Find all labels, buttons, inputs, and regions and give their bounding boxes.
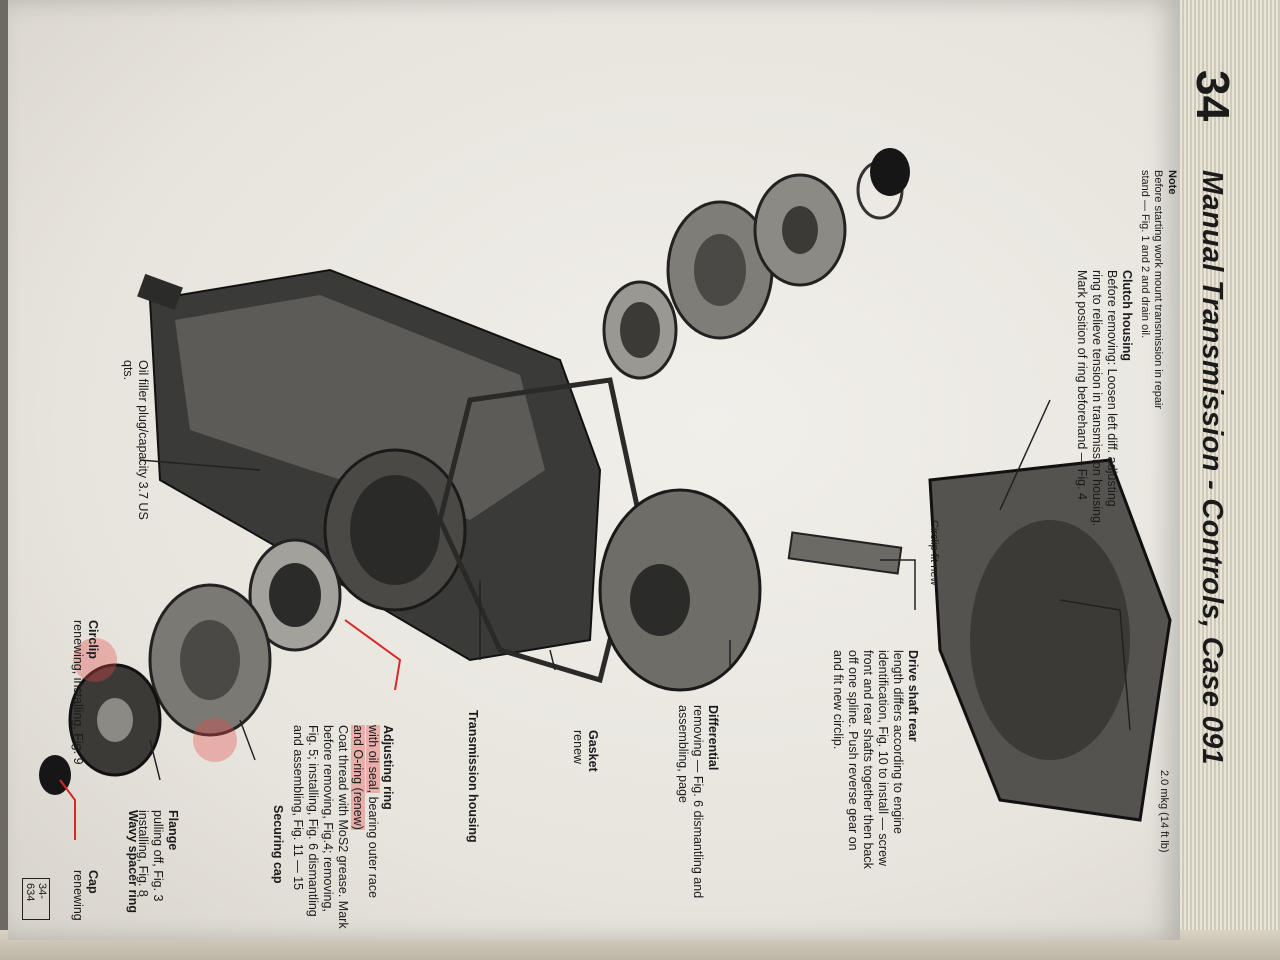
adjusting-ring-leader [344, 619, 402, 691]
wavy-spacer-title: Wavy spacer ring [126, 810, 140, 914]
torque-spec: 2.0 mkg (14 ft lb) [1158, 770, 1170, 853]
circlip-renew-title: Circlip [86, 620, 100, 659]
gasket-body: renew [571, 730, 585, 765]
gasket-title: Gasket [586, 730, 600, 772]
seal-rings-illustration [602, 200, 774, 380]
circlip-fit-callout: Circlip fit new [928, 520, 940, 586]
differential-illustration [598, 488, 762, 692]
highlight-bolt-2 [193, 718, 237, 762]
chapter-number: 34 [1187, 70, 1239, 122]
differential-title: Differential [706, 705, 720, 771]
flange-title: Flange [166, 810, 180, 851]
drive-shaft-body: length differs according to engine ident… [831, 650, 905, 869]
transmission-housing-callout: Transmission housing [465, 710, 480, 843]
circlip-renew-callout: Circlip renewing, installing, Fig. 9 [70, 620, 100, 780]
adjusting-ring-callout: Adjusting ring with oil seal, bearing ou… [290, 725, 395, 935]
adjusting-ring-bearing: bearing outer race [366, 796, 380, 899]
cap-body: renewing [71, 870, 85, 921]
chapter-title: Manual Transmission - Controls, Case 091 [1196, 170, 1228, 765]
drive-shaft-callout: Drive shaft rear length differs accordin… [830, 650, 920, 870]
page-reference: 34-634 [22, 878, 50, 920]
clutch-housing-body: Before removing: Loosen left diff. adjus… [1075, 270, 1119, 527]
circlip-renew-body: renewing, installing, Fig. 9 [71, 620, 85, 765]
flange-top-illustration [753, 148, 910, 287]
transmission-housing-title: Transmission housing [466, 710, 480, 843]
clutch-housing-callout: Clutch housing Before removing: Loosen l… [1074, 270, 1134, 530]
adjusting-ring-seal: with oil seal, [366, 725, 380, 794]
adjusting-ring-oring: and O-ring (renew) [351, 725, 365, 830]
note-title: Note [1166, 170, 1178, 195]
cap-title: Cap [86, 870, 100, 894]
differential-callout: Differential removing — Fig. 6 dismantli… [675, 705, 720, 905]
cap-callout: Cap renewing [70, 870, 100, 921]
wavy-spacer-callout: Wavy spacer ring [125, 810, 140, 913]
securing-cap-illustration [148, 583, 272, 737]
highlight-bolt-1 [73, 638, 117, 682]
flange-callout: Flange pulling off, Fig. 3 installing, F… [135, 810, 180, 930]
gasket-illustration [437, 377, 643, 684]
book-page-edges [1160, 0, 1280, 960]
clutch-housing-title: Clutch housing [1120, 270, 1134, 361]
adjusting-ring-title: Adjusting ring [381, 725, 395, 810]
exploded-view-drawing [39, 148, 1172, 840]
adjusting-ring-body: Coat thread with MoS2 grease. Mark befor… [291, 725, 350, 929]
rotated-text-sheet: 34 Manual Transmission - Controls, Case … [22, 40, 1240, 929]
securing-cap-callout: Securing cap [270, 805, 285, 884]
gasket-callout: Gasket renew [570, 730, 600, 810]
oil-filler-callout: Oil filler plug/capacity 3.7 US qts. [121, 360, 150, 520]
note-body: Before starting work mount transmission … [1139, 170, 1164, 410]
differential-body: removing — Fig. 6 dismantling and assemb… [676, 705, 705, 899]
securing-cap-title: Securing cap [271, 805, 285, 884]
drive-shaft-title: Drive shaft rear [906, 650, 920, 742]
adjusting-ring-illustration [248, 538, 342, 652]
flange-body: pulling off, Fig. 3 installing, Fig. 8 [136, 810, 165, 902]
clutch-housing-illustration [928, 458, 1172, 822]
cap-leader [59, 779, 76, 840]
